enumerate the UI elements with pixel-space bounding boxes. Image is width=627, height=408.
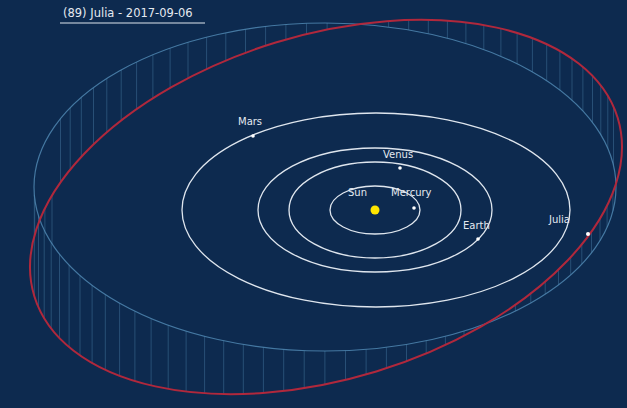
drop-line [283, 349, 284, 391]
drop-line [134, 311, 135, 381]
drop-line [136, 62, 137, 109]
drop-line [151, 319, 152, 386]
drop-line [51, 243, 52, 329]
chart-title: (89) Julia - 2017-09-06 [63, 7, 193, 20]
drop-line [44, 230, 45, 318]
earth-dot [476, 237, 480, 241]
drop-line [324, 351, 325, 385]
drop-line [572, 59, 573, 101]
drop-line [69, 265, 70, 347]
planet-label: Venus [383, 149, 413, 160]
drop-line [93, 88, 94, 145]
earth-orbit [258, 148, 492, 272]
drop-line [38, 216, 39, 308]
drop-line [59, 254, 60, 338]
drop-line [447, 21, 448, 38]
drop-line [285, 25, 286, 40]
drop-line [243, 344, 244, 394]
drop-line [386, 347, 387, 368]
drop-line [70, 108, 71, 170]
drop-line [121, 70, 122, 121]
drop-line [168, 325, 169, 389]
planet-label: Mars [238, 116, 262, 127]
drop-line [532, 38, 533, 72]
drop-line [600, 219, 601, 241]
drop-line [152, 55, 153, 99]
drop-line [607, 96, 608, 149]
star-label: Sun [348, 187, 367, 198]
title-rule [60, 23, 205, 24]
drop-line [559, 51, 560, 90]
drop-line [206, 37, 207, 69]
drop-line [105, 295, 106, 370]
drop-line [558, 270, 559, 285]
mercury-dot [412, 206, 416, 210]
drop-line [186, 331, 187, 391]
drop-line [607, 206, 608, 228]
drop-line [406, 344, 407, 361]
drop-line [465, 23, 466, 44]
drop-line [613, 107, 614, 166]
venus-orbit [289, 162, 461, 258]
drop-line [445, 336, 446, 345]
julia-dot [586, 232, 590, 236]
mars-orbit [182, 113, 570, 307]
drop-line [545, 282, 546, 295]
drop-line [81, 97, 82, 156]
drop-line [92, 285, 93, 363]
drop-line [119, 303, 120, 376]
drop-line [582, 67, 583, 111]
asteroid-label: Julia [549, 214, 570, 225]
drop-line [204, 336, 205, 393]
drop-line [306, 23, 307, 34]
drop-line [483, 25, 484, 49]
drop-line [34, 195, 35, 296]
drop-line [366, 349, 367, 374]
venus-dot [398, 166, 402, 170]
drop-line [80, 276, 81, 356]
drop-line [44, 209, 45, 232]
planet-label: Earth [463, 220, 490, 231]
sun-dot [371, 206, 380, 215]
drop-line [225, 33, 226, 61]
drop-line [223, 341, 224, 394]
drop-line [265, 27, 266, 46]
drop-line [426, 341, 427, 354]
drop-line [591, 232, 592, 253]
planet-label: Mercury [391, 187, 432, 198]
drop-line [600, 86, 601, 135]
drop-line [304, 351, 305, 389]
drop-line [500, 29, 501, 57]
drop-line [428, 20, 429, 34]
drop-line [592, 76, 593, 123]
drop-line [546, 44, 547, 81]
drop-line [170, 48, 171, 88]
drop-lines [34, 20, 613, 394]
ecliptic-plane [34, 23, 616, 351]
drop-line [263, 347, 264, 393]
drop-line [52, 196, 53, 244]
drop-line [245, 29, 246, 53]
drop-line [570, 257, 571, 275]
drop-line [408, 20, 409, 30]
drop-line [60, 119, 61, 183]
drop-line [345, 351, 346, 380]
mars-dot [251, 134, 255, 138]
drop-line [517, 33, 518, 64]
drop-line [188, 42, 189, 78]
drop-line [581, 244, 582, 264]
drop-line [106, 79, 107, 133]
